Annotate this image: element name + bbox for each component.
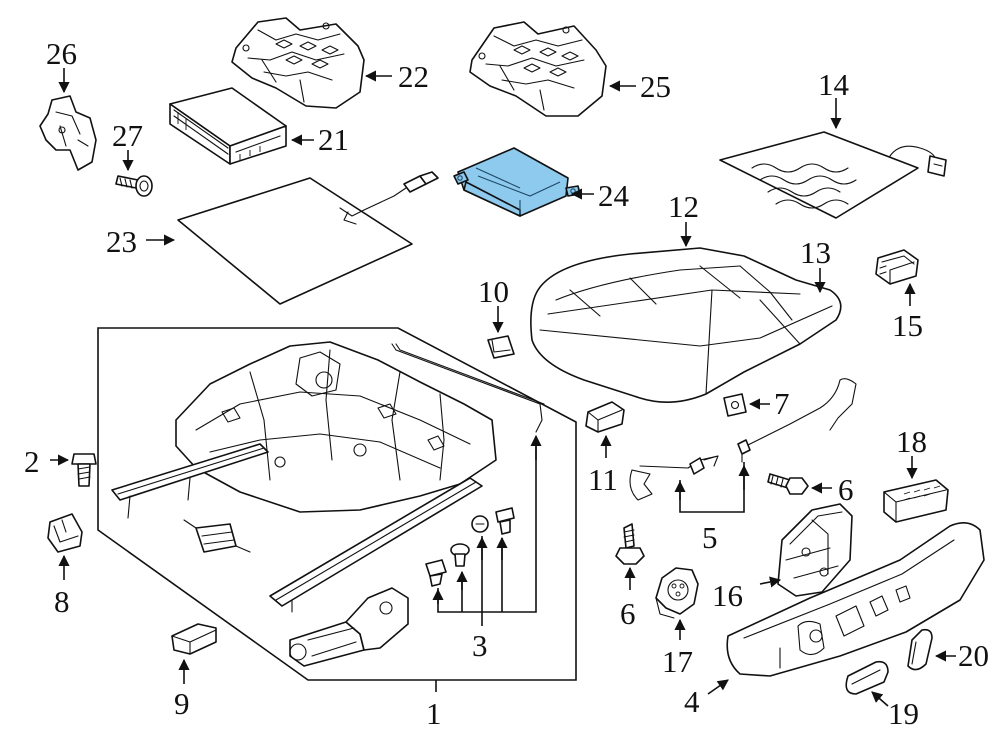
part-11-cap[interactable] [585,401,625,433]
part-2-bolt[interactable] [71,453,97,487]
callout-18: 18 [896,424,927,459]
part-3-bolts[interactable] [425,507,515,587]
callout-17: 17 [662,644,693,679]
part-16-adjuster-module[interactable] [777,503,853,597]
callout-7: 7 [774,386,790,421]
leader-4 [707,679,729,695]
part-8-clip[interactable] [47,513,83,553]
leader-5 [679,462,745,513]
part-6-bolt-upper[interactable] [767,473,809,495]
callout-15: 15 [892,308,923,343]
callout-10: 10 [478,274,509,309]
part-6-bolt-lower[interactable] [615,523,645,565]
callout-12: 12 [668,189,699,224]
part-12-seat-cushion-cover[interactable] [530,247,842,403]
part-15-connector[interactable] [875,249,919,285]
callout-8: 8 [54,584,70,619]
callout-21: 21 [318,122,349,157]
part-1-seat-frame-assembly[interactable] [111,341,545,667]
leader-19 [871,691,889,707]
callout-3: 3 [472,628,488,663]
part-5-wire-harness[interactable] [629,378,857,501]
callout-25: 25 [640,69,671,104]
callout-6-upper: 6 [838,472,854,507]
part-4-side-shield[interactable] [726,522,985,677]
part-19-knob-cap[interactable] [845,660,889,695]
part-14-heater-pad[interactable] [719,131,947,219]
callout-23: 23 [106,224,137,259]
callout-5: 5 [702,520,718,555]
callout-24: 24 [598,178,630,213]
callout-19: 19 [888,696,919,731]
callout-27: 27 [112,118,143,153]
part-10-clip[interactable] [487,335,515,359]
part-25-frame-panel[interactable] [469,21,607,117]
part-22-frame-panel[interactable] [231,17,365,109]
callout-11: 11 [588,462,618,497]
callout-26: 26 [46,36,77,71]
part-21-module[interactable] [169,87,287,165]
callout-4: 4 [684,684,700,719]
callout-14: 14 [818,67,850,102]
part-18-switch[interactable] [883,479,949,523]
callout-13: 13 [800,235,831,270]
leader-16 [759,576,782,588]
part-9-cap[interactable] [171,623,217,655]
part-27-screw[interactable] [115,175,153,197]
callout-20: 20 [958,638,989,673]
part-7-nut-clip[interactable] [723,393,747,417]
part-23-sensor-mat[interactable] [177,171,439,305]
part-20-trim-cap[interactable] [907,628,933,671]
part-24-control-module[interactable] [453,147,581,217]
callout-2: 2 [24,444,40,479]
callout-1: 1 [426,696,442,731]
part-26-bracket[interactable] [39,95,97,171]
part-1-boundary [97,327,577,681]
callout-16: 16 [712,578,743,613]
part-17-round-connector[interactable] [655,567,699,619]
callout-6-lower: 6 [620,596,636,631]
callout-9: 9 [174,686,190,721]
leader-3 [437,438,537,626]
callout-22: 22 [398,59,429,94]
